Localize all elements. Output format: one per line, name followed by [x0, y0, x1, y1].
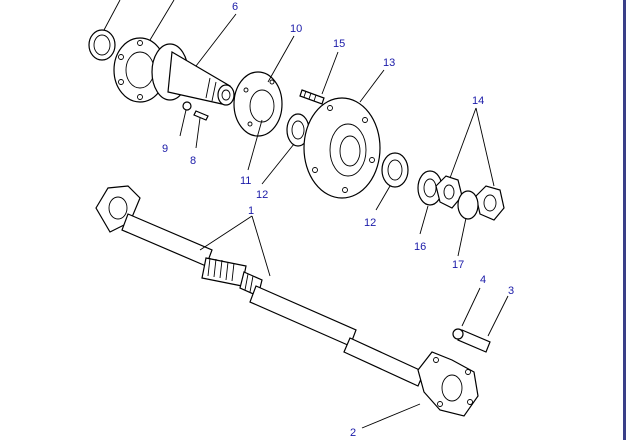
callout-15: 15: [333, 38, 345, 50]
seal-ring-top-left: [88, 29, 116, 61]
callout-12-upper: 12: [256, 189, 268, 201]
nut-b: [475, 185, 505, 221]
bolt-3: [452, 328, 491, 353]
callout-3: 3: [508, 285, 514, 297]
callout-17: 17: [452, 259, 464, 271]
callout-14: 14: [472, 95, 484, 107]
callout-12-lower: 12: [364, 217, 376, 229]
washer-17: [457, 190, 479, 220]
hub-flange: [233, 71, 283, 137]
stub-axle: [151, 43, 235, 106]
bearing-lower: [381, 152, 409, 188]
callout-6: 6: [232, 1, 238, 13]
callout-10: 10: [290, 23, 302, 35]
bearing-upper: [286, 113, 310, 147]
callout-2: 2: [350, 427, 356, 439]
callout-13: 13: [383, 57, 395, 69]
bolt-8: [182, 101, 209, 121]
callout-labels: 6 10 15 13 14 9 8 11 12 1 12 16 17 4 3 2: [162, 1, 514, 439]
callout-16: 16: [414, 241, 426, 253]
axle-shaft: [95, 185, 479, 417]
callout-11: 11: [240, 175, 251, 187]
hub: [303, 97, 381, 199]
callout-4: 4: [480, 274, 486, 286]
wheel-stud: [299, 89, 325, 105]
callout-8: 8: [190, 155, 196, 167]
leader-lines: [103, 0, 509, 429]
frame-edge-right: [623, 0, 626, 440]
callout-9: 9: [162, 143, 168, 155]
callout-1: 1: [248, 205, 254, 217]
